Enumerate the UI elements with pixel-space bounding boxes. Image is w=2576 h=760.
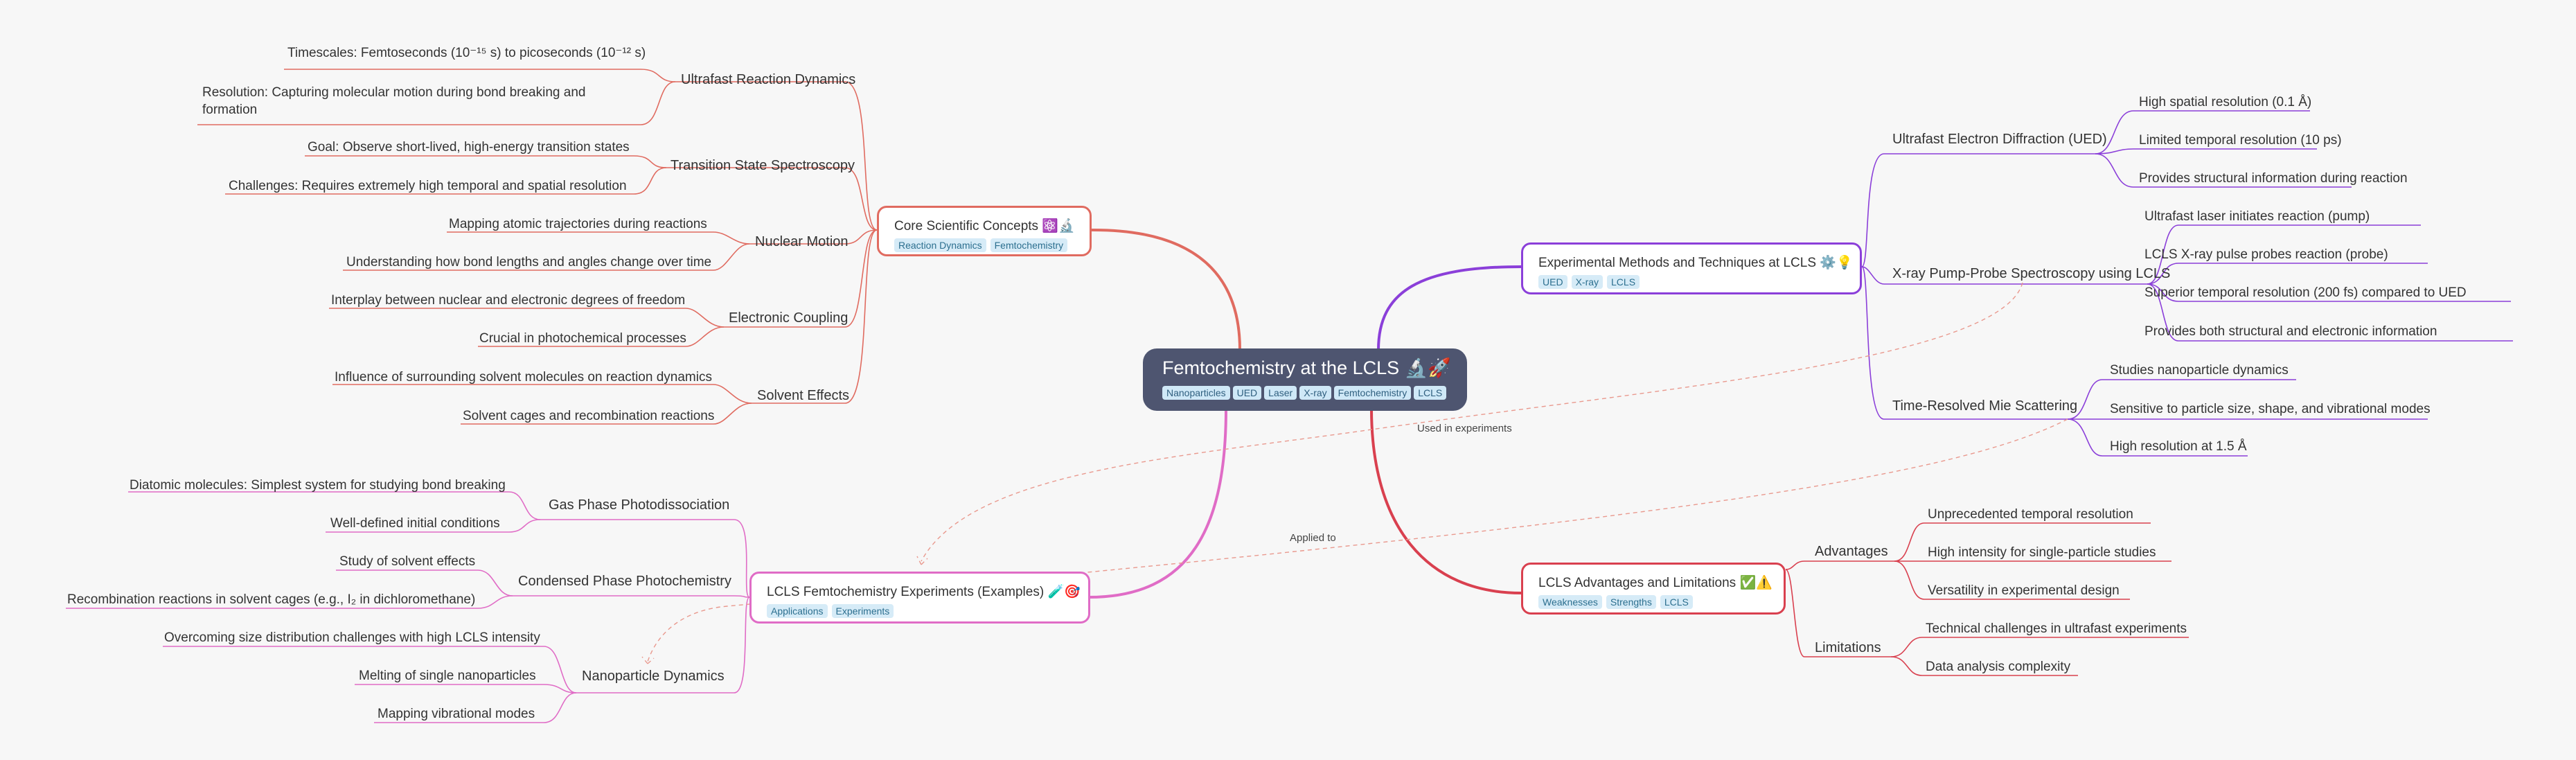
tag: Applications <box>767 604 828 618</box>
root-node[interactable]: Femtochemistry at the LCLS 🔬🚀 Nanopartic… <box>1143 348 1467 411</box>
leaf: Overcoming size distribution challenges … <box>164 630 540 645</box>
exp-sub-condensed[interactable]: Condensed Phase Photochemistry <box>518 574 731 589</box>
leaf: Provides both structural and electronic … <box>2144 324 2437 339</box>
tag: X-ray <box>1299 386 1331 400</box>
relation-label-applied-to: Applied to <box>1290 532 1336 544</box>
core-sub-transition[interactable]: Transition State Spectroscopy <box>670 158 855 173</box>
core-sub-ultrafast[interactable]: Ultrafast Reaction Dynamics <box>681 72 856 87</box>
methods-sub-pump-probe[interactable]: X-ray Pump-Probe Spectroscopy using LCLS <box>1892 266 2171 281</box>
experiments-edges <box>66 491 750 723</box>
leaf: Timescales: Femtoseconds (10⁻¹⁵ s) to pi… <box>287 46 646 60</box>
leaf: Melting of single nanoparticles <box>359 669 536 683</box>
leaf: Well-defined initial conditions <box>330 516 500 531</box>
leaf: Technical challenges in ultrafast experi… <box>1926 621 2187 636</box>
tag: LCLS <box>1660 595 1693 609</box>
leaf: High resolution at 1.5 Å <box>2110 439 2247 454</box>
leaf: Provides structural information during r… <box>2139 171 2408 186</box>
relation-label-used-in-experiments: Used in experiments <box>1417 423 1512 434</box>
tag: Experiments <box>831 604 894 618</box>
leaf: Ultrafast laser initiates reaction (pump… <box>2144 209 2370 224</box>
leaf: Studies nanoparticle dynamics <box>2110 363 2289 378</box>
leaf: Goal: Observe short-lived, high-energy t… <box>308 140 630 154</box>
core-sub-solvent[interactable]: Solvent Effects <box>757 388 850 403</box>
leaf: Challenges: Requires extremely high temp… <box>229 179 627 193</box>
core-sub-nuclear[interactable]: Nuclear Motion <box>755 234 849 249</box>
tag: Reaction Dynamics <box>894 238 986 252</box>
adv-sub-advantages[interactable]: Advantages <box>1815 544 1888 559</box>
leaf: Mapping atomic trajectories during react… <box>449 217 707 231</box>
tag: UED <box>1538 275 1567 289</box>
leaf: Interplay between nuclear and electronic… <box>331 293 686 308</box>
tag: Femtochemistry <box>1333 386 1412 400</box>
node-title: LCLS Femtochemistry Experiments (Example… <box>767 585 1081 599</box>
leaf: Versatility in experimental design <box>1928 583 2120 598</box>
relation-edges <box>641 282 2068 664</box>
edge-root-methods <box>1377 265 1522 351</box>
node-title: LCLS Advantages and Limitations ✅⚠️ <box>1538 576 1773 590</box>
experiments-node[interactable]: LCLS Femtochemistry Experiments (Example… <box>749 572 1090 624</box>
leaf: Resolution: Capturing molecular motion d… <box>202 85 586 117</box>
root-title: Femtochemistry at the LCLS 🔬🚀 <box>1162 357 1451 378</box>
core-concepts-node[interactable]: Core Scientific Concepts ⚛️🔬 Reaction Dy… <box>877 206 1092 256</box>
leaf: Diatomic molecules: Simplest system for … <box>130 478 506 493</box>
node-tags: Reaction Dynamics Femtochemistry <box>894 238 1076 252</box>
node-title: Core Scientific Concepts ⚛️🔬 <box>894 219 1075 233</box>
node-title: Experimental Methods and Techniques at L… <box>1538 256 1853 270</box>
methods-sub-mie[interactable]: Time-Resolved Mie Scattering <box>1892 398 2078 414</box>
leaf: Influence of surrounding solvent molecul… <box>335 370 712 385</box>
leaf: High intensity for single-particle studi… <box>1928 545 2156 560</box>
tag: UED <box>1232 386 1262 400</box>
leaf: Study of solvent effects <box>339 554 476 569</box>
leaf: Superior temporal resolution (200 fs) co… <box>2144 285 2467 300</box>
leaf: Sensitive to particle size, shape, and v… <box>2110 402 2431 416</box>
tag: Laser <box>1264 386 1297 400</box>
exp-sub-gas-phase[interactable]: Gas Phase Photodissociation <box>549 497 730 513</box>
advantages-node[interactable]: LCLS Advantages and Limitations ✅⚠️ Weak… <box>1521 563 1786 615</box>
methods-node[interactable]: Experimental Methods and Techniques at L… <box>1521 242 1862 294</box>
tag: X-ray <box>1571 275 1604 289</box>
leaf: Mapping vibrational modes <box>377 707 535 721</box>
tag: LCLS <box>1607 275 1640 289</box>
leaf: LCLS X-ray pulse probes reaction (probe) <box>2144 247 2388 262</box>
edge-root-experiments <box>1088 408 1227 599</box>
leaf: Unprecedented temporal resolution <box>1928 507 2133 522</box>
core-edges <box>197 69 878 425</box>
leaf: Understanding how bond lengths and angle… <box>346 255 712 269</box>
leaf: Crucial in photochemical processes <box>479 331 686 346</box>
advantages-edges <box>1785 522 2189 676</box>
leaf: Solvent cages and recombination reaction… <box>463 409 715 423</box>
leaf: Recombination reactions in solvent cages… <box>67 592 476 607</box>
edge-root-advantages <box>1370 408 1522 594</box>
tag: Weaknesses <box>1538 595 1602 609</box>
leaf: Limited temporal resolution (10 ps) <box>2139 133 2342 148</box>
methods-edges <box>1861 110 2513 457</box>
adv-sub-limitations[interactable]: Limitations <box>1815 640 1881 655</box>
leaf: Data analysis complexity <box>1926 660 2071 674</box>
methods-sub-ued[interactable]: Ultrafast Electron Diffraction (UED) <box>1892 132 2107 147</box>
tag: LCLS <box>1414 386 1447 400</box>
tag: Femtochemistry <box>990 238 1068 252</box>
tag: Strengths <box>1606 595 1656 609</box>
tag: Nanoparticles <box>1162 386 1230 400</box>
node-tags: Weaknesses Strengths LCLS <box>1538 595 1770 609</box>
core-sub-electronic[interactable]: Electronic Coupling <box>729 310 849 326</box>
edge-root-core <box>1088 228 1241 351</box>
exp-sub-nanoparticle[interactable]: Nanoparticle Dynamics <box>582 669 725 684</box>
leaf: High spatial resolution (0.1 Å) <box>2139 95 2312 109</box>
